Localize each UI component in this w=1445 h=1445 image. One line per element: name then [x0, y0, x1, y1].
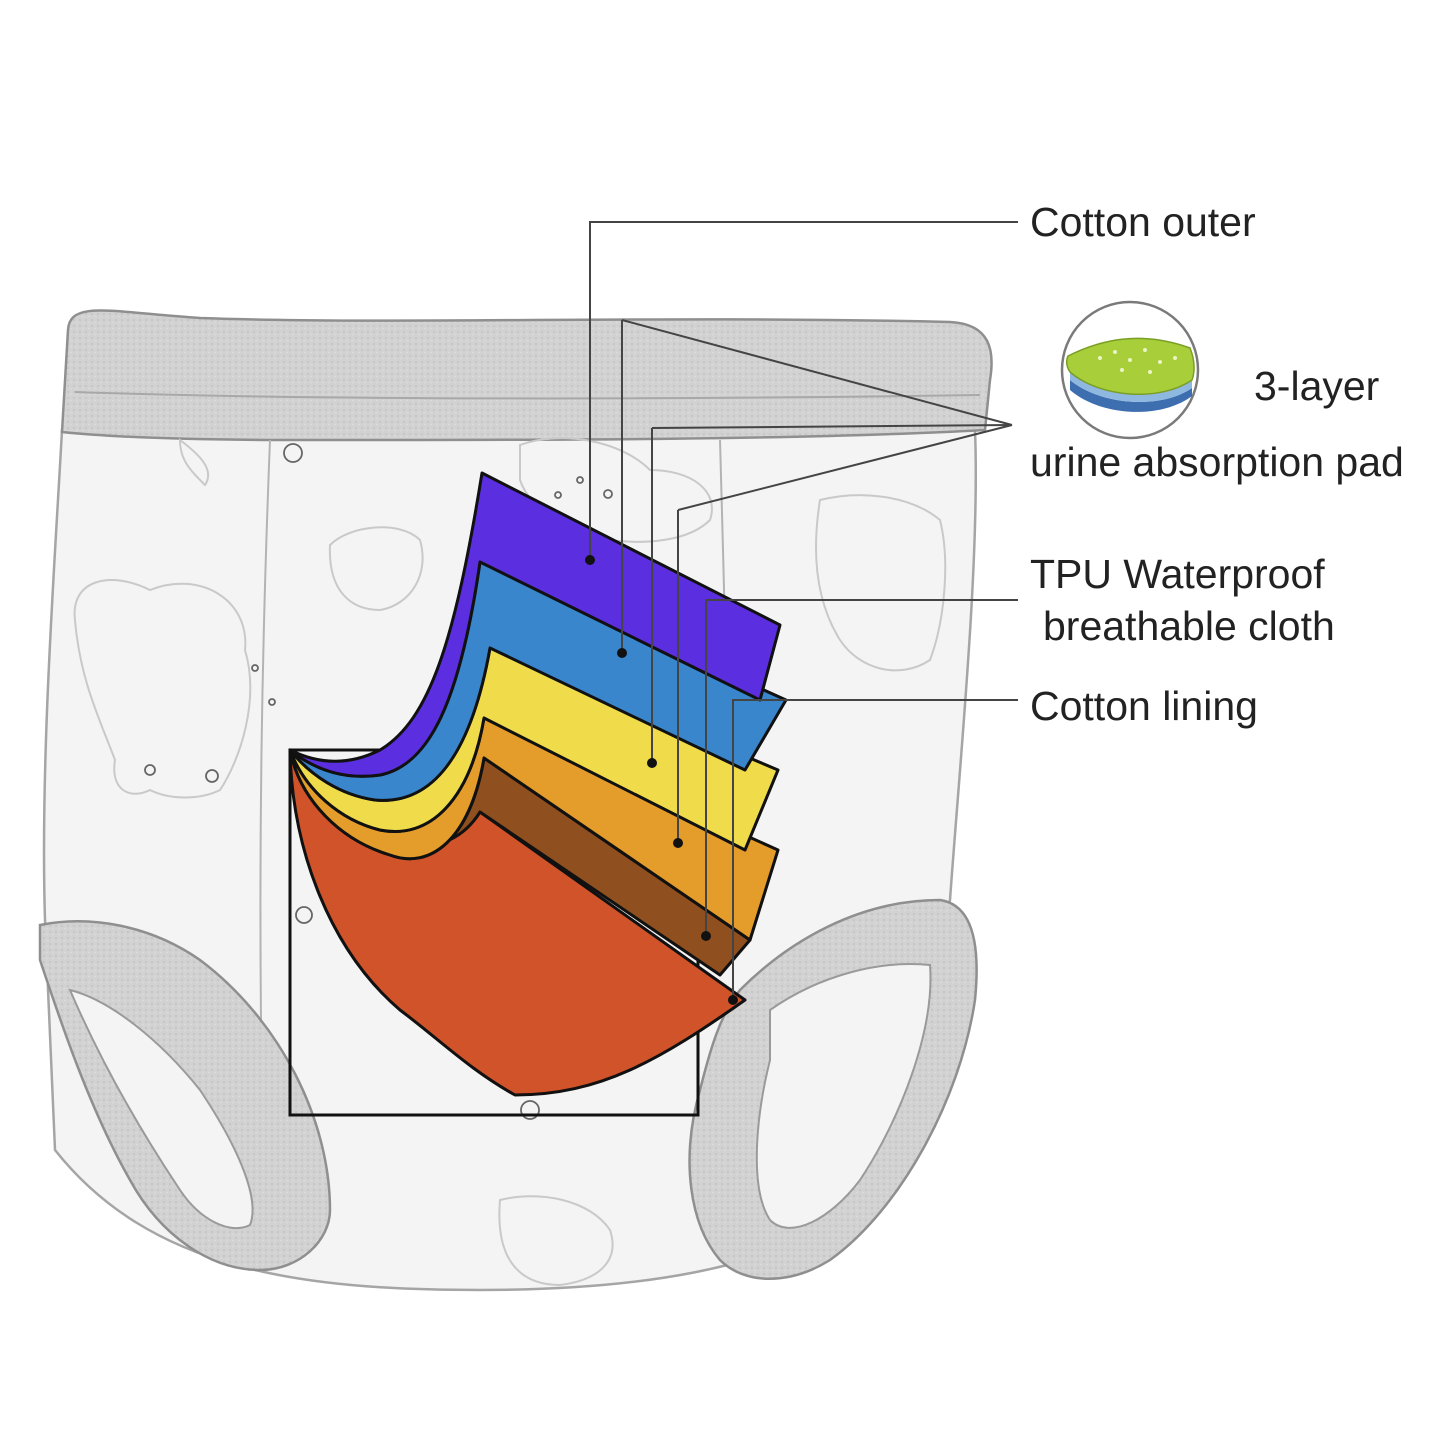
leader-dots: [585, 555, 738, 1005]
layer-purple: [288, 471, 782, 778]
label-cotton-outer: Cotton outer: [1030, 199, 1256, 245]
leader-lines: [589, 221, 1018, 1000]
label-tpu-line1: TPU Waterproof: [1030, 551, 1325, 597]
label-pad-line1: 3-layer: [1254, 363, 1380, 409]
pad-layers-icon: [1060, 300, 1200, 440]
waistband: [60, 309, 993, 442]
label-tpu-line2: breathable cloth: [1043, 603, 1335, 649]
fabric-layers: [288, 471, 788, 1097]
label-cotton-lining: Cotton lining: [1030, 683, 1258, 729]
label-pad-line2: urine absorption pad: [1030, 439, 1404, 485]
